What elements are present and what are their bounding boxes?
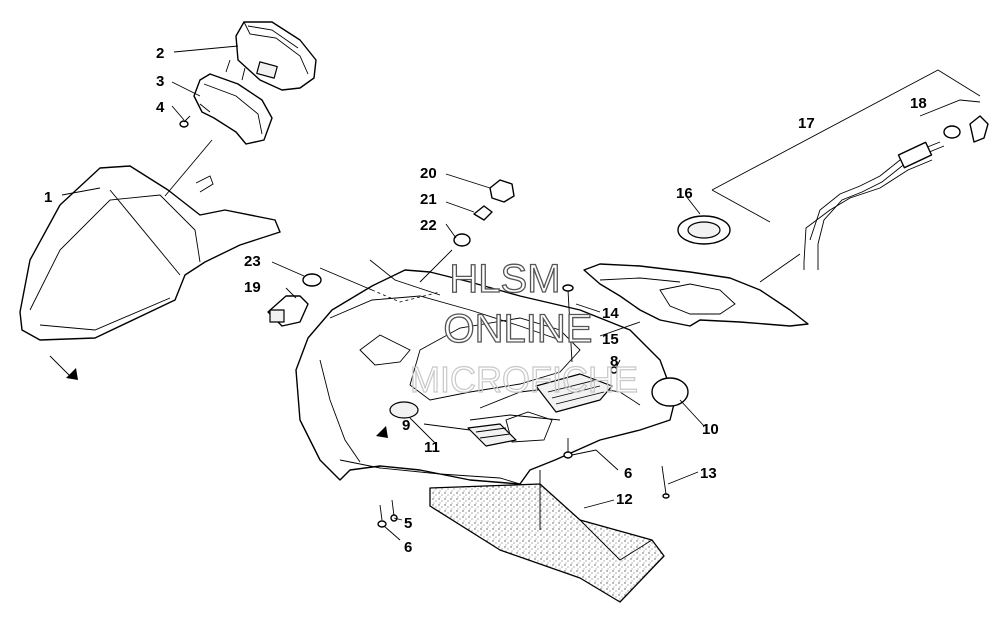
- direction-arrow: [66, 368, 78, 380]
- clip-part-21: [473, 205, 493, 221]
- bolt-part-6-lower: [377, 504, 387, 528]
- side-panel: [583, 263, 809, 327]
- direction-arrow-lower: [376, 426, 388, 438]
- callout-2: 2: [156, 45, 164, 62]
- watermark: HLSM ONLINE MICROFICHE: [409, 256, 638, 400]
- callout-12: 12: [616, 491, 633, 508]
- callout-18: 18: [910, 95, 927, 112]
- callout-6-lower: 6: [404, 539, 412, 556]
- callout-1: 1: [44, 189, 52, 206]
- watermark-line-3: MICROFICHE: [410, 359, 638, 400]
- callout-15: 15: [602, 331, 619, 348]
- callout-9: 9: [402, 417, 410, 434]
- bracket-17: [711, 69, 981, 223]
- callout-3: 3: [156, 73, 164, 90]
- gauge-bezel: [193, 73, 273, 145]
- hood-body: [295, 259, 676, 485]
- decal-part-8: [535, 373, 613, 413]
- bolt-part-13: [661, 465, 670, 499]
- throttle-cable: [803, 141, 945, 270]
- callout-10: 10: [702, 421, 719, 438]
- ignition-part-19: [267, 295, 309, 327]
- callout-19: 19: [244, 279, 261, 296]
- callout-6-upper: 6: [624, 465, 632, 482]
- knob-part-20: [489, 179, 515, 203]
- bolt-part-14: [562, 284, 574, 363]
- callout-4: 4: [156, 99, 165, 116]
- screw-part-4: [179, 115, 191, 128]
- badge-part-11: [389, 401, 419, 419]
- grommet-part-16: [677, 215, 731, 245]
- callout-21: 21: [420, 191, 437, 208]
- callout-5: 5: [404, 515, 412, 532]
- callout-23: 23: [244, 253, 261, 270]
- callout-16: 16: [676, 185, 693, 202]
- washer-part-23: [302, 273, 322, 287]
- callout-labels: 1 2 3 4 5 6 6 8 9 10 11 12 13 14 15 16 1…: [44, 45, 927, 556]
- switch-part-18: [943, 115, 989, 143]
- callout-20: 20: [420, 165, 437, 182]
- callout-17: 17: [798, 115, 815, 132]
- gauge-assembly: [225, 21, 317, 91]
- foam-pad: [429, 470, 665, 603]
- leader-lines: [61, 45, 801, 541]
- callout-22: 22: [420, 217, 437, 234]
- callout-8: 8: [610, 353, 618, 370]
- windshield-cover: [19, 165, 281, 341]
- bolt-part-6-upper: [563, 438, 573, 459]
- lens-part-10: [651, 377, 689, 407]
- nut-part-8: [610, 366, 618, 374]
- bolt-part-5: [390, 499, 398, 522]
- washer-part-22: [453, 233, 471, 247]
- callout-11: 11: [424, 439, 440, 456]
- callout-13: 13: [700, 465, 717, 482]
- watermark-line-2: ONLINE: [444, 307, 593, 351]
- callout-14: 14: [602, 305, 619, 322]
- watermark-line-1: HLSM: [449, 257, 560, 301]
- decal-part-9: [467, 423, 517, 447]
